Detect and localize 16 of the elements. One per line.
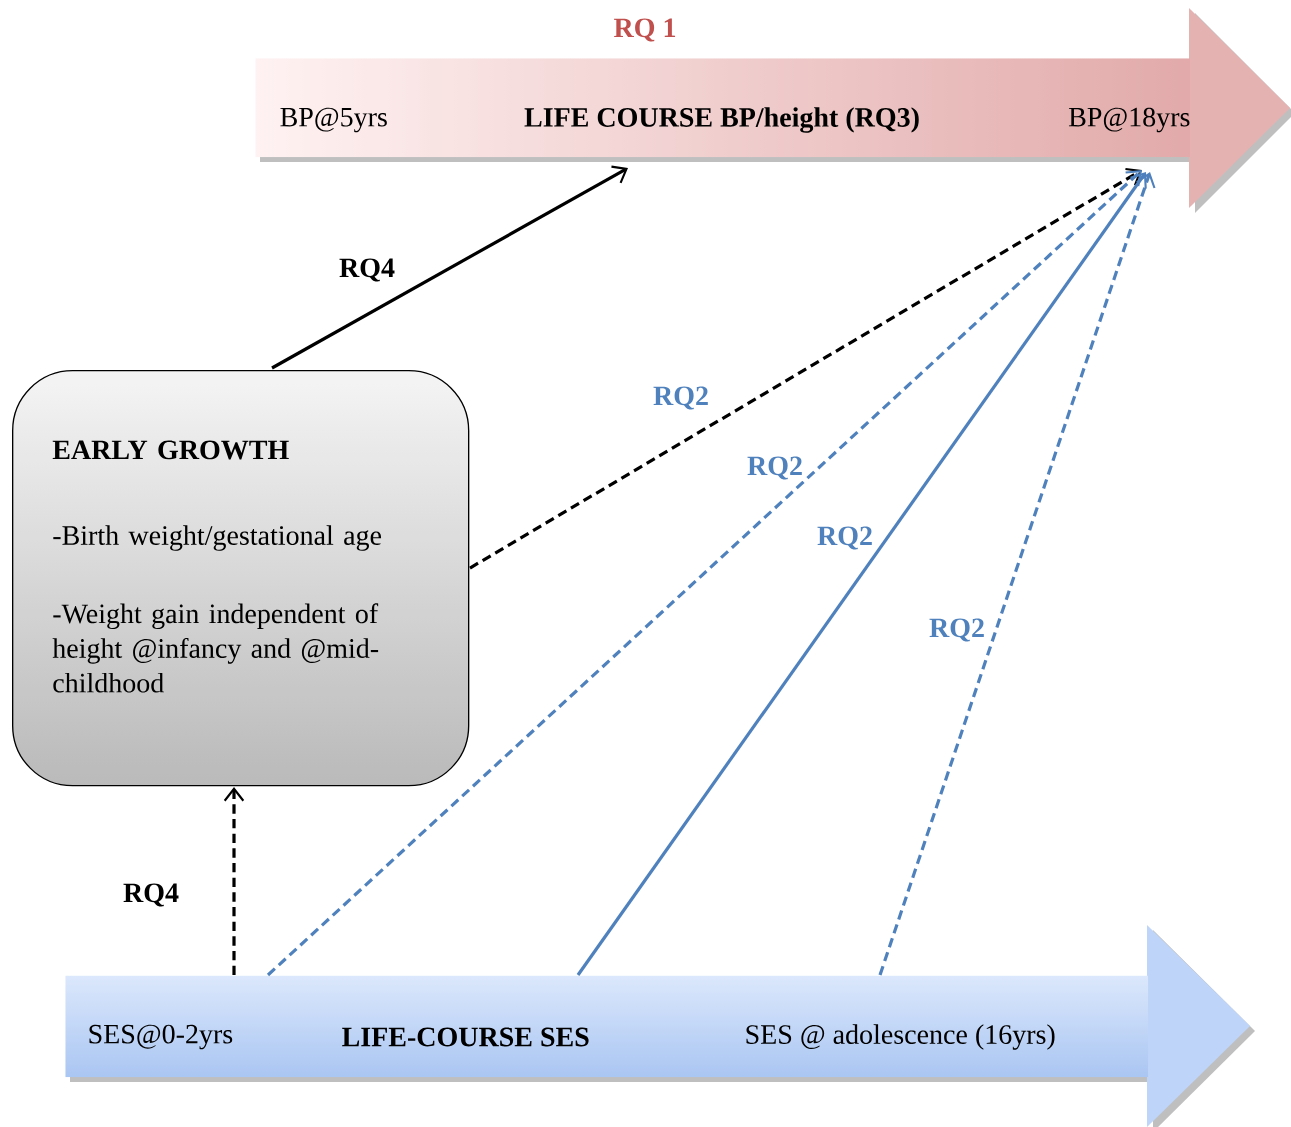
arrow [266, 170, 1142, 977]
node-label: RQ 1 [613, 18, 676, 42]
arrow [576, 172, 1147, 976]
rounded-box: EARLY GROWTH -Birth weight/gestational age -Weight gain independent of height @infancy and @mid-childhood [12, 370, 470, 787]
edge-label: RQ2 [651, 385, 711, 411]
arrow [878, 172, 1156, 976]
edge-label: RQ4 [337, 257, 397, 283]
edge-label: RQ4 [121, 882, 181, 908]
arrow-band: RQ 1 BP@5yrs LIFE COURSE BP/height (RQ3) BP@18yrs [255, 8, 1291, 213]
arrow-band: SES@0-2yrs LIFE-COURSE SES SES @ adolescence (16yrs) [65, 925, 1255, 1127]
edge-label: RQ2 [745, 455, 805, 481]
arrow [271, 165, 628, 370]
arrow [223, 787, 245, 975]
arrow [469, 167, 1142, 570]
edge-label: RQ2 [815, 525, 875, 551]
edge-label: RQ2 [927, 617, 987, 643]
